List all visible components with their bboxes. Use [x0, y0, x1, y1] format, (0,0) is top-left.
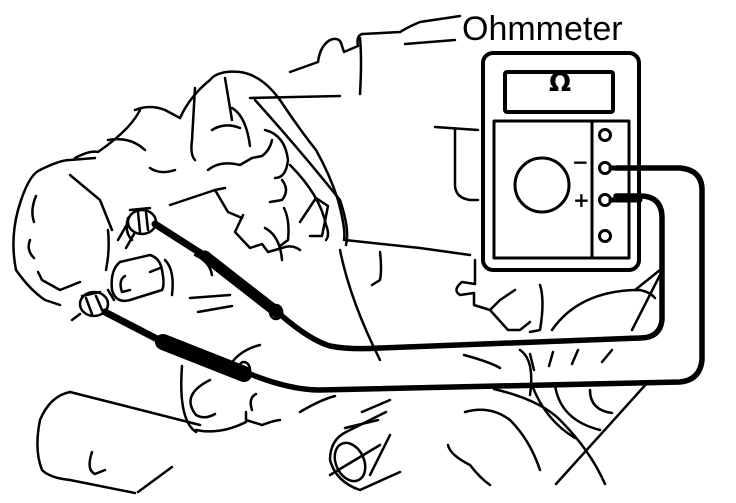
distributor-housing: [12, 70, 346, 307]
lower-probe: [101, 308, 252, 382]
negative-polarity-label: −: [572, 150, 589, 174]
terminal-1: [598, 128, 612, 142]
positive-polarity-label: +: [573, 188, 590, 212]
ohmmeter-label: Ohmmeter: [462, 10, 623, 48]
test-leads: [247, 165, 705, 393]
upper-terminal-cluster: [116, 206, 158, 250]
upper-probe: [151, 220, 286, 321]
ohm-symbol-icon: Ω: [548, 68, 572, 98]
engine-block-outline: [228, 14, 662, 487]
coolant-pipe: [328, 410, 402, 492]
positive-lead: [247, 165, 705, 393]
negative-lead: [279, 193, 665, 352]
intake-pipe: [36, 364, 282, 495]
lower-terminal-cluster: [70, 288, 116, 322]
terminal-4: [598, 229, 612, 243]
ohmmeter-body: [481, 51, 643, 272]
